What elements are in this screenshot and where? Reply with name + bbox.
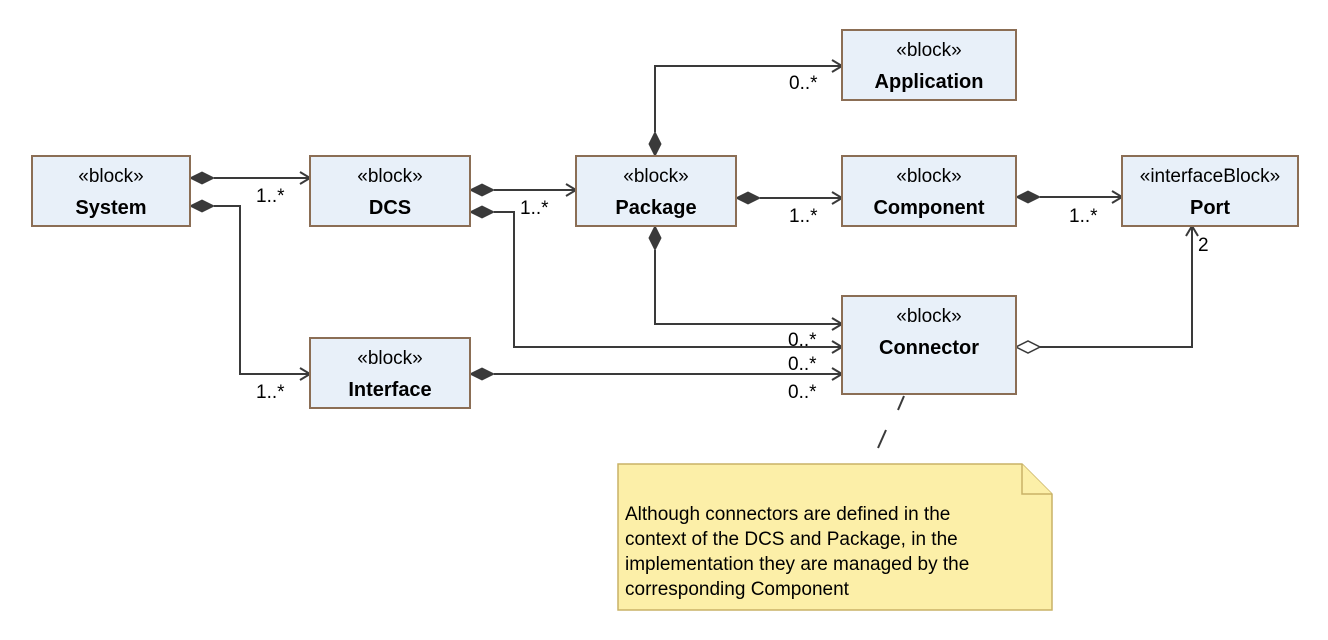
block-package-stereotype: «block»	[623, 166, 689, 187]
note-line-4: corresponding Component	[625, 579, 850, 600]
block-component-name: Component	[873, 197, 984, 219]
edge-interface-connector	[468, 367, 844, 381]
composition-diamond-icon	[188, 199, 216, 213]
multiplicity-component-port: 1..*	[1069, 206, 1098, 227]
note-line-2: context of the DCS and Package, in the	[625, 529, 958, 550]
block-dcs-name: DCS	[369, 197, 411, 219]
note-anchor	[877, 395, 905, 449]
edge-package-application	[648, 59, 844, 158]
composition-diamond-icon	[468, 205, 496, 219]
composition-diamond-icon	[1014, 190, 1042, 204]
block-application-stereotype: «block»	[896, 40, 962, 61]
block-component[interactable]: «block» Component	[841, 155, 1017, 227]
note: Although connectors are defined in the c…	[617, 463, 1053, 611]
composition-diamond-icon	[468, 183, 496, 197]
composition-diamond-icon	[734, 191, 762, 205]
block-port[interactable]: «interfaceBlock» Port	[1121, 155, 1299, 227]
multiplicity-system-dcs: 1..*	[256, 186, 285, 207]
edge-system-interface	[188, 199, 312, 381]
composition-diamond-icon	[468, 367, 496, 381]
block-system-stereotype: «block»	[78, 166, 144, 187]
edge-component-port	[1014, 190, 1124, 204]
edge-dcs-package	[468, 183, 578, 197]
block-port-stereotype: «interfaceBlock»	[1140, 166, 1280, 187]
block-connector-name: Connector	[879, 337, 979, 359]
multiplicity-dcs-connector: 0..*	[788, 354, 817, 375]
block-application-name: Application	[875, 71, 984, 93]
aggregation-diamond-icon	[1014, 340, 1042, 354]
multiplicity-package-component: 1..*	[789, 206, 818, 227]
note-line-3: implementation they are managed by the	[625, 554, 969, 575]
block-package[interactable]: «block» Package	[575, 155, 737, 227]
block-dcs-stereotype: «block»	[357, 166, 423, 187]
multiplicity-interface-connector: 0..*	[788, 382, 817, 403]
note-line-1: Although connectors are defined in the	[625, 504, 950, 525]
note-fold-corner	[1021, 464, 1052, 495]
block-application[interactable]: «block» Application	[841, 29, 1017, 101]
edge-system-dcs	[188, 171, 312, 185]
composition-diamond-icon	[648, 130, 662, 158]
block-system-name: System	[75, 197, 146, 219]
multiplicity-connector-port: 2	[1198, 235, 1209, 256]
block-port-name: Port	[1190, 197, 1230, 219]
edge-package-component	[734, 191, 844, 205]
multiplicity-dcs-package: 1..*	[520, 198, 549, 219]
block-system[interactable]: «block» System	[31, 155, 191, 227]
block-component-stereotype: «block»	[896, 166, 962, 187]
block-dcs[interactable]: «block» DCS	[309, 155, 471, 227]
block-connector-stereotype: «block»	[896, 306, 962, 327]
block-interface-name: Interface	[348, 379, 431, 401]
block-interface[interactable]: «block» Interface	[309, 337, 471, 409]
block-interface-stereotype: «block»	[357, 348, 423, 369]
edge-package-connector	[648, 224, 844, 331]
composition-diamond-icon	[648, 224, 662, 252]
edge-connector-port	[1014, 224, 1199, 354]
multiplicity-system-interface: 1..*	[256, 382, 285, 403]
edge-dcs-connector	[468, 205, 844, 354]
multiplicity-package-connector: 0..*	[788, 330, 817, 351]
block-package-name: Package	[615, 197, 696, 219]
composition-diamond-icon	[188, 171, 216, 185]
block-connector[interactable]: «block» Connector	[841, 295, 1017, 395]
multiplicity-package-application: 0..*	[789, 73, 818, 94]
